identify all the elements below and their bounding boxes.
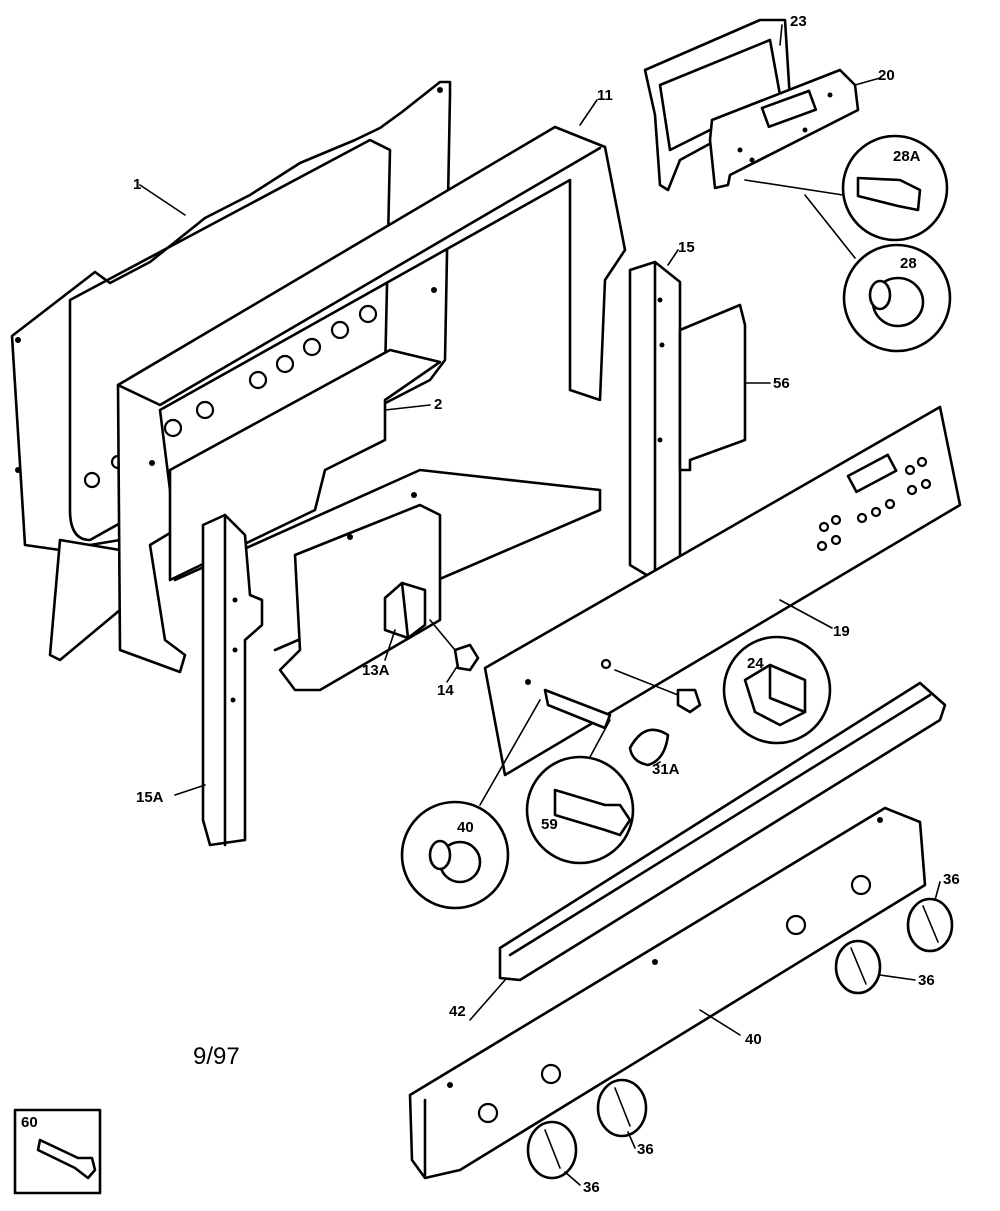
- label-part-31a: 31A: [652, 761, 680, 778]
- label-part-42: 42: [449, 1003, 466, 1020]
- label-legend-60: 60: [21, 1114, 38, 1131]
- part-56-right-panel: [678, 303, 747, 472]
- label-part-56: 56: [773, 375, 790, 392]
- label-part-15: 15: [678, 239, 695, 256]
- knob-36-b: [596, 1078, 648, 1138]
- label-part-2: 2: [434, 396, 443, 413]
- label-part-59: 59: [541, 816, 558, 833]
- part-15a-left-bracket: [201, 513, 264, 847]
- label-part-28: 28: [900, 255, 917, 272]
- label-part-36-d: 36: [943, 871, 960, 888]
- knob-36-c: [834, 939, 882, 995]
- label-part-28a: 28A: [893, 148, 921, 165]
- part-31a-bracket: [543, 669, 702, 767]
- label-part-19: 19: [833, 623, 850, 640]
- callout-28a: [744, 134, 949, 242]
- label-part-13a: 13A: [362, 662, 390, 679]
- callout-24: [722, 635, 832, 745]
- part-42-trim-strip: [469, 681, 947, 1021]
- part-40-manifold-panel: [408, 806, 927, 1180]
- label-part-40-panel: 40: [745, 1031, 762, 1048]
- leader-lines: [139, 24, 941, 1186]
- callout-28: [804, 194, 952, 353]
- label-part-1: 1: [133, 176, 142, 193]
- part-20-clock: [708, 68, 860, 190]
- label-part-36-b: 36: [637, 1141, 654, 1158]
- legend-screw-60: [13, 1108, 102, 1195]
- part-13a-switch: [383, 581, 427, 640]
- part-15-right-bracket: [628, 260, 682, 582]
- knob-36-d: [906, 897, 954, 953]
- center-box: [278, 503, 442, 692]
- label-part-40-callout: 40: [457, 819, 474, 836]
- label-part-14: 14: [437, 682, 454, 699]
- label-part-11: 11: [597, 87, 613, 104]
- label-part-24: 24: [747, 655, 764, 672]
- knob-36-a: [526, 1120, 578, 1180]
- label-part-36-a: 36: [583, 1179, 600, 1196]
- part-14-clip: [429, 619, 480, 672]
- callout-40: [400, 699, 541, 910]
- part-11-backguard-frame: [116, 125, 627, 674]
- lower-bracket: [48, 538, 122, 662]
- bottom-tray: [173, 468, 602, 652]
- callout-59: [525, 719, 635, 865]
- date-code: 9/97: [193, 1043, 240, 1070]
- label-part-23: 23: [790, 13, 807, 30]
- label-part-15a: 15A: [136, 789, 164, 806]
- label-part-20: 20: [878, 67, 895, 84]
- label-part-36-c: 36: [918, 972, 935, 989]
- part-19-control-panel: [483, 405, 962, 777]
